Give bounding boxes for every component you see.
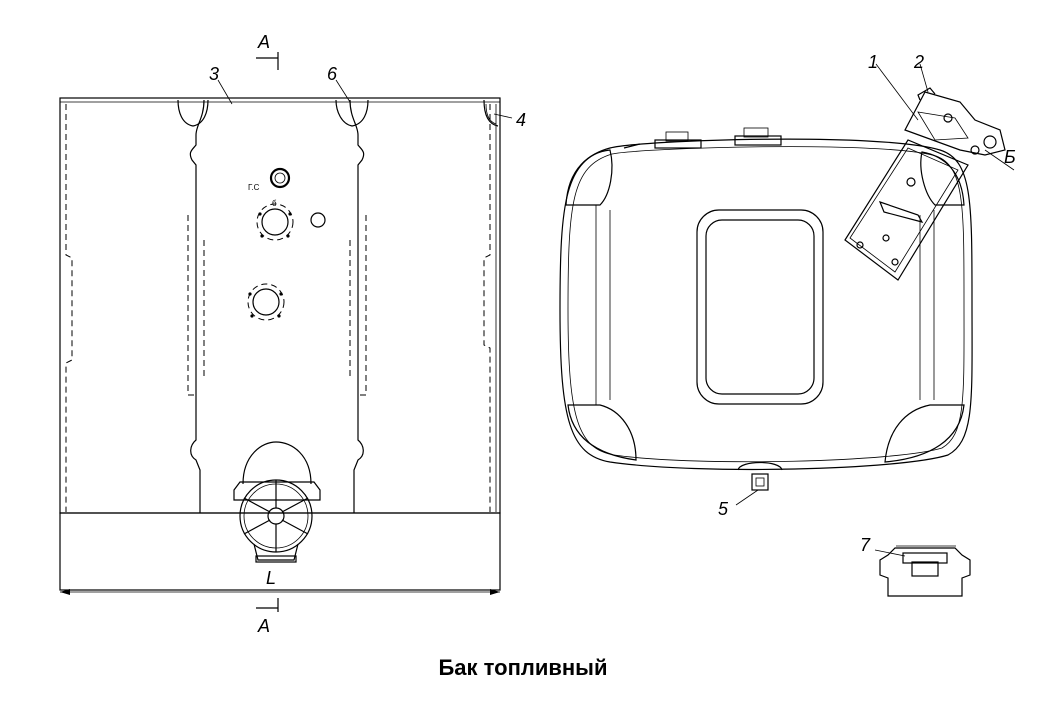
label-part-3: 3 <box>209 64 219 84</box>
label-section-a-top: А <box>257 32 270 52</box>
label-part-6: 6 <box>327 64 338 84</box>
label-small-a: Г.С <box>248 183 260 192</box>
label-part-1: 1 <box>868 52 878 72</box>
figure-caption: Бак топливный <box>438 655 608 680</box>
label-part-5: 5 <box>718 499 729 519</box>
label-part-2: 2 <box>913 52 924 72</box>
label-small-b: б <box>272 199 277 208</box>
label-part-7: 7 <box>860 535 871 555</box>
label-dimension-l: L <box>266 568 276 588</box>
label-section-a-bottom: А <box>257 616 270 636</box>
tank-end-view <box>559 63 1015 506</box>
label-part-4: 4 <box>516 110 526 130</box>
tank-side-view <box>59 52 513 612</box>
detail-7 <box>874 545 971 597</box>
label-section-b: Б <box>1004 147 1016 167</box>
